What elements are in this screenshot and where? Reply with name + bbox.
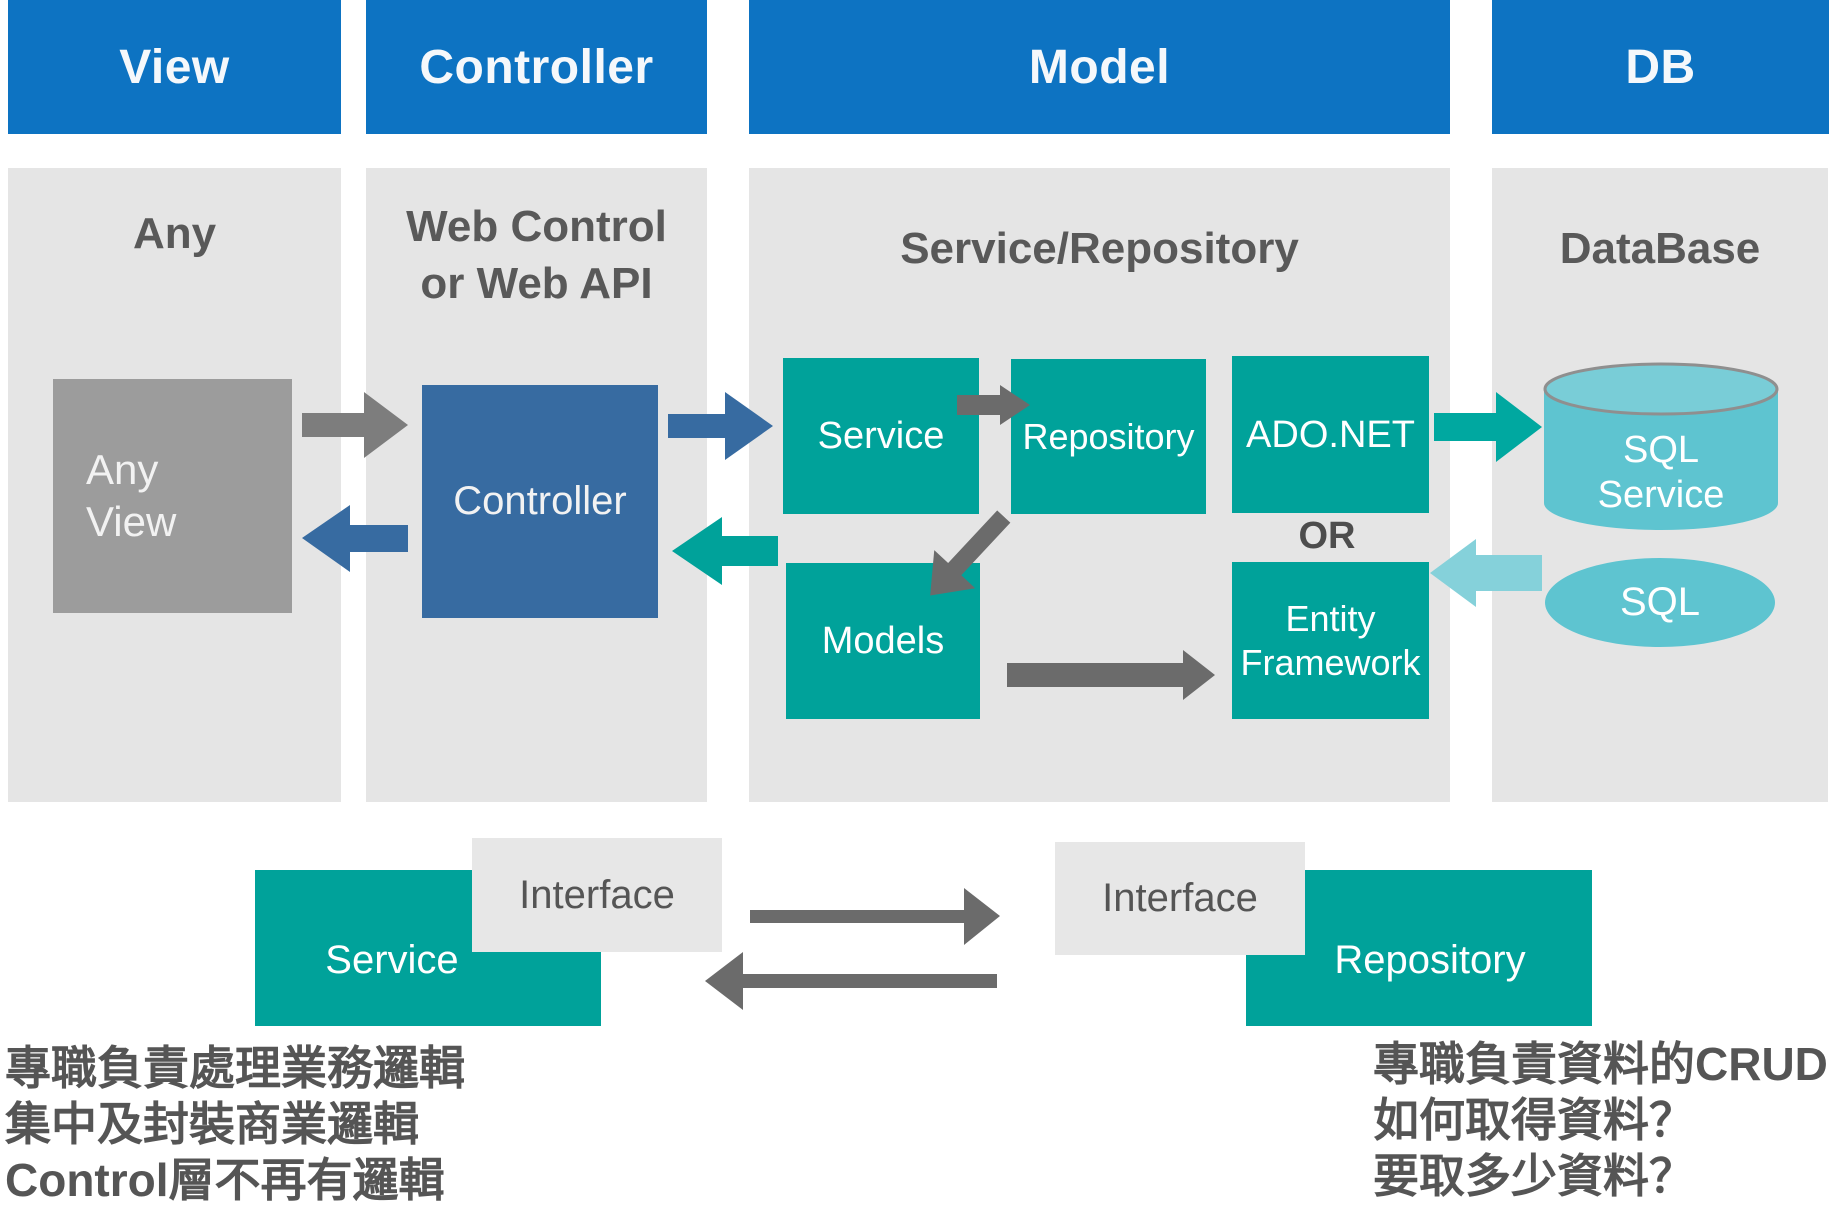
models-box: Models bbox=[786, 563, 980, 719]
arrow-model-to-controller bbox=[672, 517, 778, 585]
note-left-line1: 專職負責處理業務邏輯 bbox=[5, 1042, 465, 1094]
arrow-adonet-to-sqlservice bbox=[1434, 392, 1542, 462]
any-view-label: Any View bbox=[86, 444, 176, 548]
arrow-anyview-to-controller bbox=[302, 392, 408, 458]
note-right: 專職負責資料的CRUD 如何取得資料？ 要取多少資料？ bbox=[1373, 1036, 1828, 1204]
model-panel-title: Service/Repository bbox=[900, 224, 1299, 273]
arrow-repository-to-interface-left bbox=[705, 952, 997, 1010]
any-view-line2: View bbox=[86, 498, 177, 545]
arrow-service-to-repository bbox=[957, 385, 1030, 425]
controller-panel-title-line2: or Web API bbox=[420, 259, 653, 308]
note-right-line1: 專職負責資料的CRUD bbox=[1373, 1038, 1828, 1090]
repository-box: Repository bbox=[1011, 359, 1206, 514]
view-panel-title: Any bbox=[132, 209, 217, 258]
sql-ellipse: SQL bbox=[1545, 558, 1775, 647]
entity-framework-box: Entity Framework bbox=[1232, 562, 1429, 719]
db-column-header: DB bbox=[1492, 0, 1829, 134]
database-cylinder-icon bbox=[1543, 362, 1779, 530]
note-right-line3: 要取多少資料？ bbox=[1373, 1150, 1695, 1202]
service-box: Service bbox=[783, 358, 979, 514]
note-left-line3: Control層不再有邏輯 bbox=[5, 1154, 445, 1206]
note-right-line2: 如何取得資料？ bbox=[1373, 1094, 1695, 1146]
interface-left-box: Interface bbox=[472, 838, 722, 952]
arrow-controller-to-anyview bbox=[302, 505, 408, 572]
controller-panel-title: Web Control or Web API bbox=[366, 198, 707, 312]
arrow-controller-to-service bbox=[668, 392, 773, 460]
arrow-models-to-entityframework bbox=[1007, 650, 1215, 700]
controller-column-header: Controller bbox=[366, 0, 707, 134]
controller-panel-title-line1: Web Control bbox=[406, 202, 667, 251]
adonet-box: ADO.NET bbox=[1232, 356, 1429, 513]
arrow-sql-to-entityframework bbox=[1430, 539, 1542, 607]
arrow-repository-to-models bbox=[930, 510, 1011, 596]
sql-service-line1: SQL bbox=[1622, 429, 1700, 471]
sql-service-label: SQL Service bbox=[1542, 428, 1780, 518]
note-left-line2: 集中及封裝商業邏輯 bbox=[5, 1098, 419, 1150]
view-column-header: View bbox=[8, 0, 341, 134]
arrow-service-to-interface-right bbox=[750, 888, 1000, 945]
entity-framework-line2: Framework bbox=[1240, 641, 1421, 683]
entity-framework-line1: Entity bbox=[1285, 597, 1376, 639]
controller-box: Controller bbox=[422, 385, 658, 618]
model-column-header: Model bbox=[749, 0, 1450, 134]
db-panel-title: DataBase bbox=[1559, 224, 1761, 273]
sql-service-line2: Service bbox=[1597, 474, 1725, 516]
entity-framework-label: Entity Framework bbox=[1240, 597, 1420, 685]
any-view-line1: Any bbox=[86, 446, 159, 493]
or-label: OR bbox=[1298, 515, 1356, 557]
interface-right-box: Interface bbox=[1055, 842, 1305, 955]
note-left: 專職負責處理業務邏輯 集中及封裝商業邏輯 Control層不再有邏輯 bbox=[5, 1040, 465, 1208]
any-view-box: Any View bbox=[53, 379, 292, 613]
